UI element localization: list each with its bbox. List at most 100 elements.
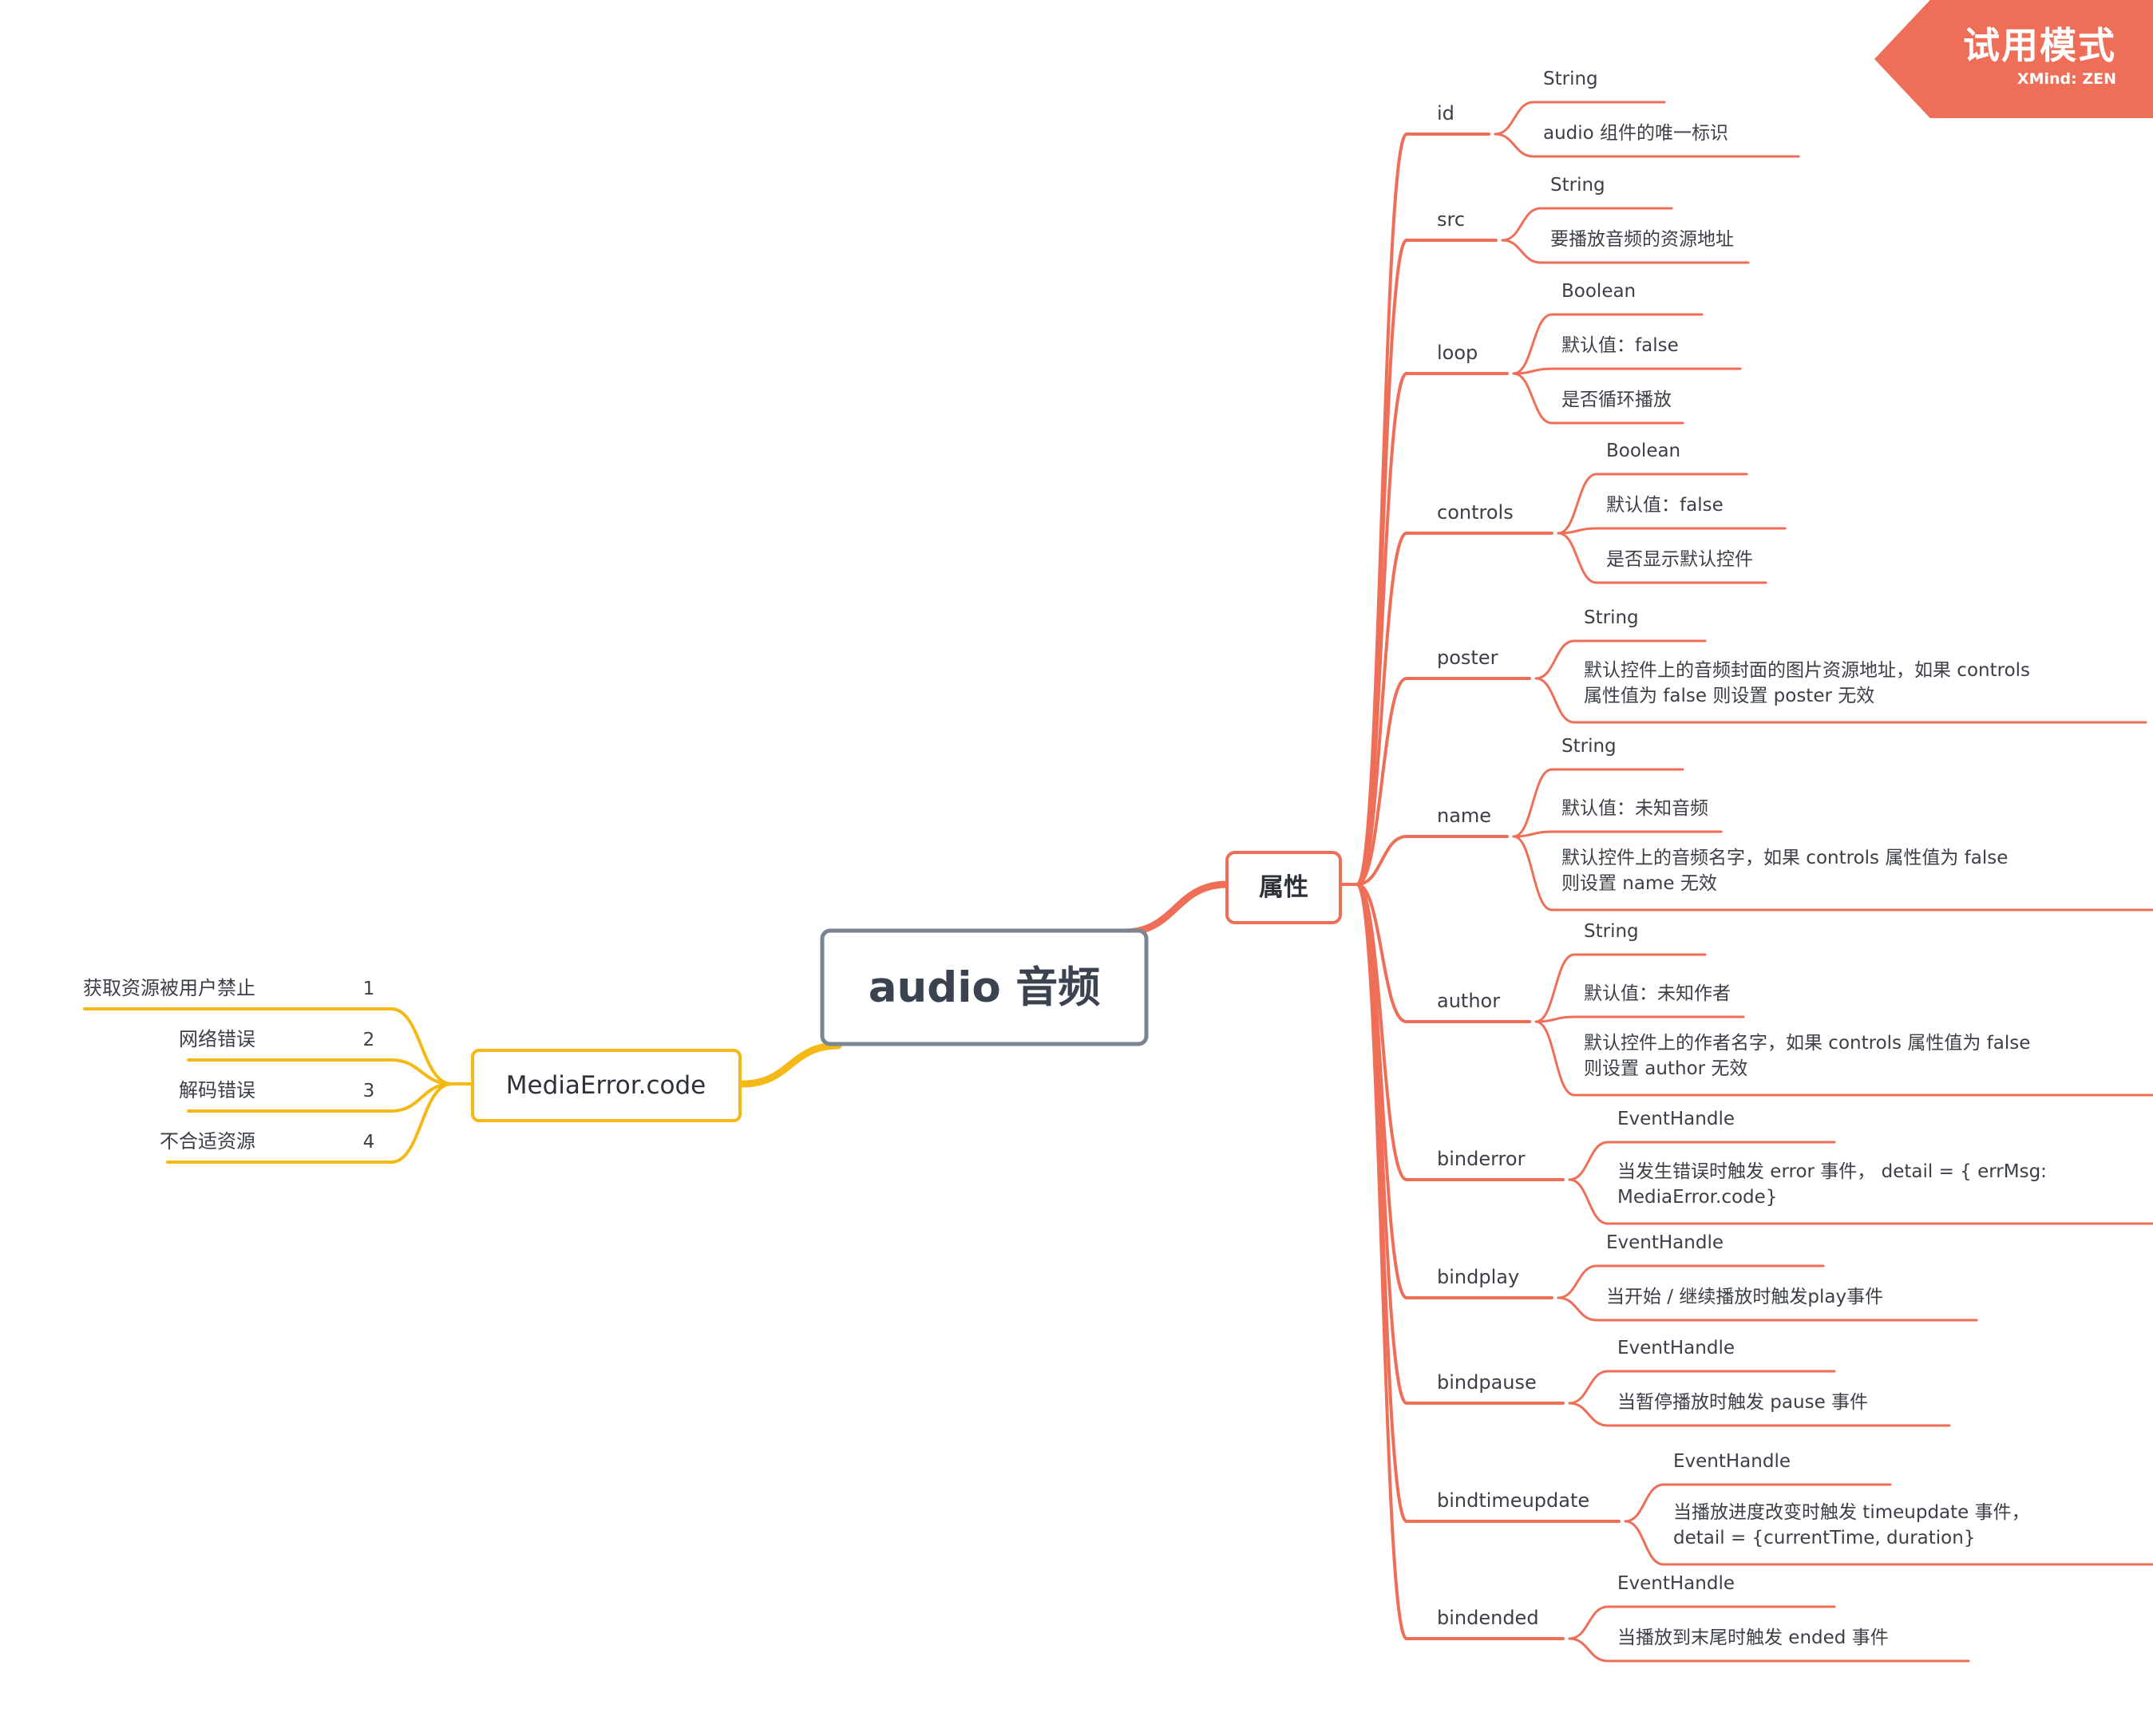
property-src[interactable]: src: [1437, 208, 1465, 231]
leaf-connector: [1568, 1402, 1609, 1427]
property-loop-leaf[interactable]: 是否循环播放: [1561, 390, 1672, 410]
leaf-line: 默认控件上的作者名字，如果 controls 属性值为 false: [1584, 1033, 2030, 1054]
properties-label: 属性: [1259, 873, 1308, 902]
media-error-desc-1[interactable]: 获取资源被用户禁止: [83, 977, 255, 999]
property-poster[interactable]: poster: [1437, 647, 1498, 669]
leaf-connector: [1534, 639, 1576, 680]
property-author-leaf[interactable]: String: [1584, 921, 1639, 942]
property-controls-leaf[interactable]: 是否显示默认控件: [1606, 549, 1753, 570]
property-id-leaf[interactable]: String: [1543, 69, 1598, 89]
leaf-connector: [1534, 1020, 1576, 1097]
property-binderror-leaf[interactable]: 当发生错误时触发 error 事件， detail = { errMsg:Med…: [1617, 1161, 2047, 1208]
property-loop[interactable]: loop: [1437, 342, 1478, 364]
central-topic-label: audio 音频: [869, 963, 1100, 1012]
property-bindpause-leaf[interactable]: EventHandle: [1617, 1338, 1735, 1358]
property-controls-leaf[interactable]: 默认值：false: [1606, 495, 1724, 516]
leaf-connector: [1568, 1141, 1609, 1181]
leaf-connector: [1568, 1370, 1609, 1405]
branch-connector-loop: [1356, 372, 1408, 886]
leaf-line: 属性值为 false 则设置 poster 无效: [1584, 686, 1874, 706]
branch-connector-controls: [1356, 532, 1408, 886]
property-src-leaf[interactable]: 要播放音频的资源地址: [1550, 229, 1734, 250]
leaf-connector: [1501, 207, 1542, 242]
media-error-code-4[interactable]: 4: [363, 1132, 375, 1153]
leaf-line: 是否循环播放: [1561, 390, 1672, 410]
leaf-line: String: [1543, 69, 1598, 89]
property-bindplay[interactable]: bindplay: [1437, 1266, 1519, 1288]
media-error-code-connector: [390, 1007, 453, 1085]
leaf-line: EventHandle: [1673, 1451, 1791, 1472]
media-error-code-3[interactable]: 3: [363, 1081, 375, 1101]
central-to-media-error-connector: [738, 1042, 842, 1088]
media-error-desc-3[interactable]: 解码错误: [179, 1079, 255, 1101]
property-bindpause-leaf[interactable]: 当暂停播放时触发 pause 事件: [1617, 1392, 1868, 1413]
branch-connector-bindpause: [1356, 883, 1408, 1405]
branch-connector-bindended: [1356, 883, 1408, 1640]
property-binderror-leaf[interactable]: EventHandle: [1617, 1109, 1735, 1129]
property-loop-leaf[interactable]: 默认值：false: [1561, 335, 1679, 356]
property-bindtimeupdate-leaf[interactable]: EventHandle: [1673, 1451, 1791, 1472]
property-poster-leaf[interactable]: 默认控件上的音频封面的图片资源地址，如果 controls 属性值为 false …: [1584, 660, 2030, 706]
trial-mode-badge[interactable]: 试用模式 XMind: ZEN: [1874, 0, 2153, 118]
properties-node[interactable]: [1225, 851, 1342, 924]
leaf-line: EventHandle: [1617, 1109, 1735, 1129]
leaf-connector: [1512, 768, 1553, 838]
branch-connector-name: [1356, 835, 1408, 886]
central-to-properties-connector: [1120, 880, 1231, 936]
property-id[interactable]: id: [1437, 102, 1454, 125]
property-bindended-leaf[interactable]: 当播放到末尾时触发 ended 事件: [1617, 1627, 1889, 1648]
property-name[interactable]: name: [1437, 805, 1491, 827]
media-error-code-connector: [390, 1058, 453, 1085]
property-bindtimeupdate[interactable]: bindtimeupdate: [1437, 1489, 1589, 1512]
media-error-code-2[interactable]: 2: [363, 1030, 375, 1050]
leaf-connector: [1512, 835, 1553, 911]
xmind-zen-logo: XMind: ZEN: [2016, 70, 2116, 88]
property-src-leaf[interactable]: String: [1550, 175, 1605, 196]
leaf-line: 默认值：false: [1561, 335, 1679, 356]
property-author-leaf[interactable]: 默认值：未知作者: [1584, 983, 1731, 1004]
leaf-line: String: [1584, 921, 1639, 942]
leaf-connector: [1557, 473, 1598, 535]
property-poster-leaf[interactable]: String: [1584, 607, 1639, 628]
leaf-line: 默认控件上的音频封面的图片资源地址，如果 controls: [1584, 660, 2030, 681]
property-loop-leaf[interactable]: Boolean: [1561, 281, 1636, 302]
leaf-connector: [1557, 1264, 1598, 1299]
leaf-connector: [1534, 677, 1576, 724]
leaf-line: 默认值：未知作者: [1584, 983, 1731, 1004]
property-binderror[interactable]: binderror: [1437, 1148, 1526, 1170]
property-id-leaf[interactable]: audio 组件的唯一标识: [1543, 123, 1728, 144]
leaf-line: String: [1550, 175, 1605, 196]
media-error-desc-4[interactable]: 不合适资源: [160, 1130, 255, 1153]
media-error-code-connector: [390, 1082, 453, 1164]
leaf-connector: [1534, 1015, 1576, 1023]
leaf-connector: [1557, 532, 1598, 584]
media-error-code-1[interactable]: 1: [363, 979, 375, 999]
property-bindplay-leaf[interactable]: EventHandle: [1606, 1232, 1724, 1253]
property-bindended-leaf[interactable]: EventHandle: [1617, 1573, 1735, 1594]
leaf-line: 当播放到末尾时触发 ended 事件: [1617, 1627, 1889, 1648]
property-name-leaf[interactable]: String: [1561, 736, 1617, 757]
property-author[interactable]: author: [1437, 990, 1500, 1012]
property-bindpause[interactable]: bindpause: [1437, 1371, 1537, 1394]
leaf-line: 默认值：false: [1606, 495, 1724, 516]
property-bindended[interactable]: bindended: [1437, 1607, 1539, 1629]
leaf-connector: [1624, 1520, 1665, 1566]
property-bindplay-leaf[interactable]: 当开始 / 继续播放时触发play事件: [1606, 1287, 1883, 1307]
branch-connector-poster: [1356, 677, 1408, 886]
leaf-line: EventHandle: [1617, 1573, 1735, 1594]
branch-connector-bindtimeupdate: [1356, 883, 1408, 1523]
property-controls[interactable]: controls: [1437, 501, 1514, 524]
leaf-connector: [1557, 1296, 1598, 1322]
media-error-desc-2[interactable]: 网络错误: [179, 1028, 255, 1050]
property-name-leaf[interactable]: 默认值：未知音频: [1561, 798, 1708, 819]
central-topic[interactable]: [820, 928, 1149, 1046]
leaf-line: Boolean: [1561, 281, 1636, 302]
property-controls-leaf[interactable]: Boolean: [1606, 441, 1680, 461]
leaf-line: detail = {currentTime, duration}: [1673, 1528, 1975, 1548]
leaf-line: MediaError.code}: [1617, 1187, 1777, 1208]
leaf-connector: [1568, 1637, 1609, 1663]
property-bindtimeupdate-leaf[interactable]: 当播放进度改变时触发 timeupdate 事件，detail = {curre…: [1673, 1502, 2030, 1548]
